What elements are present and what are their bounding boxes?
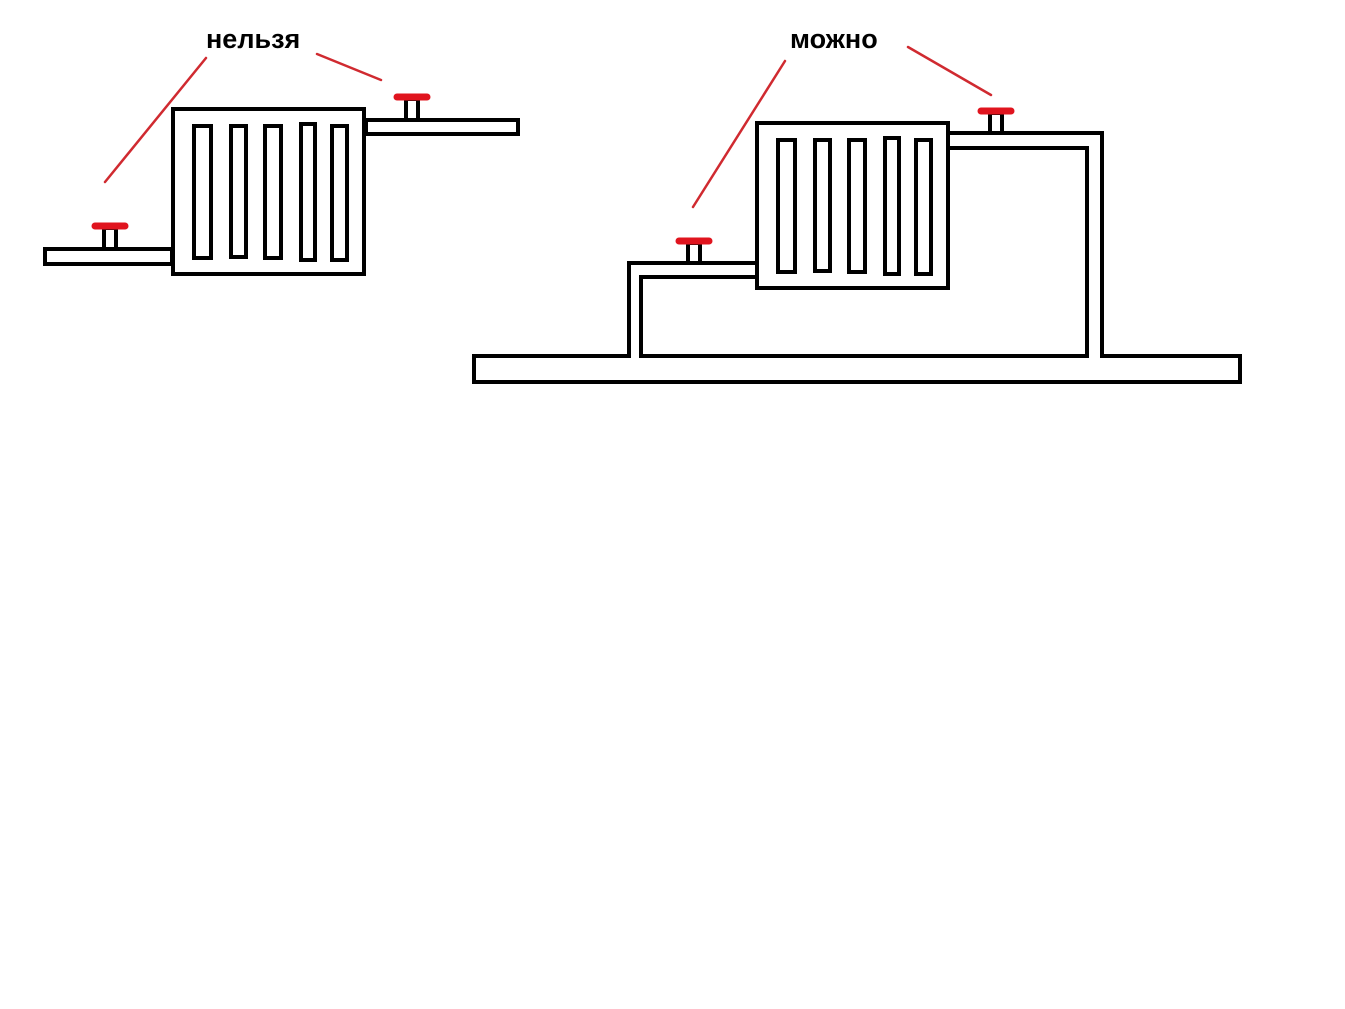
outlet-valve [393, 93, 431, 122]
right-valve-pointer-line [906, 45, 993, 97]
radiator-fin [229, 124, 248, 259]
radiator-fin [776, 138, 797, 274]
valve-stem [404, 97, 420, 122]
correct-connection-diagram: можно [472, 24, 1242, 384]
inlet-valve [91, 222, 129, 251]
left-valve-pointer-line [691, 59, 787, 209]
valve-stem [102, 226, 118, 251]
correct-connection-label: можно [790, 24, 878, 54]
outlet-pipe [364, 118, 520, 136]
radiator-fin [883, 136, 901, 276]
supply-riser-outer-wall [627, 261, 755, 356]
inlet-pipe [43, 247, 174, 266]
return-valve [977, 107, 1015, 135]
right-valve-pointer-line [315, 52, 383, 82]
supply-riser-inner-wall [639, 275, 755, 356]
radiator-fin [847, 138, 867, 274]
main-pipe [472, 354, 1242, 384]
valve-stem [988, 111, 1004, 135]
radiator-body [171, 107, 366, 276]
left-valve-pointer-line [103, 56, 208, 184]
return-riser-outer-wall [950, 131, 1104, 356]
incorrect-connection-diagram: нельзя [43, 24, 520, 276]
radiator-fin [263, 124, 283, 260]
valve-stem [686, 241, 702, 265]
return-riser-inner-wall [950, 146, 1089, 356]
radiator-fin [330, 124, 349, 262]
radiator-fin [192, 124, 213, 260]
radiator-fin [813, 138, 832, 273]
radiator-fin [299, 122, 317, 262]
supply-valve [675, 237, 713, 265]
incorrect-connection-label: нельзя [206, 24, 300, 54]
radiator-fin [914, 138, 933, 276]
radiator-body [755, 121, 950, 290]
